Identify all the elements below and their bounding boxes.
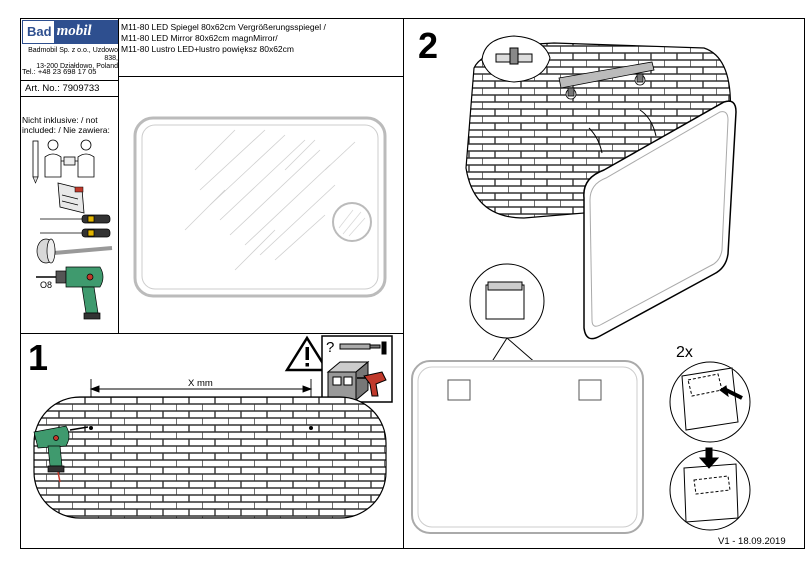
not-included-line1: Nicht inklusive: / not [22,115,98,125]
divider-top-bottom-sections [20,333,404,334]
step2-count: 2x [676,344,693,361]
mounting-rail-icon [558,61,655,100]
divider-artno-bottom [20,96,118,97]
not-included-line2: included: / Nie zawiera: [22,125,110,135]
drill-icon [33,425,89,483]
screwdriver-icon [40,214,111,238]
drill-hole-left [89,426,93,430]
not-included-heading: Nicht inklusive: / not included: / Nie z… [22,115,110,135]
company-address: Badmobil Sp. z o.o., Uzdowo 838, 13-200 … [22,47,118,71]
article-label: Art. No.: [25,83,60,94]
mirror-back-view [411,360,644,534]
brick-wall [33,396,387,519]
screw-detail-circle [481,35,551,83]
bracket-detail-circle [469,263,545,339]
mirror-reflection-lines [184,129,356,271]
mirror-hanging [583,100,737,340]
company-line1: Badmobil Sp. z o.o., Uzdowo 838, [28,47,118,62]
article-value: 7909733 [62,83,100,94]
measure-label: X mm [188,378,213,389]
step1-number: 1 [28,337,49,378]
product-title-en: M11-80 LED Mirror 80x62cm magnMirror/ [121,33,278,43]
product-title-de: M11-80 LED Spiegel 80x62cm Vergrößerungs… [121,22,326,32]
divider-left-column [118,18,119,333]
step1-illustration: ? [33,335,393,519]
check-wall-wires-icon: ? [321,335,393,403]
tools-illustration [32,139,113,320]
two-persons-icon [44,139,95,178]
hook-detail-circle-top [669,361,751,443]
drill-hole-right [309,426,313,430]
logo-part2: mobil [53,21,117,43]
step2-number: 2 [418,25,439,66]
article-number: Art. No.: 7909733 [25,83,99,95]
badmobil-logo: Bad mobil [22,20,118,44]
page-frame [20,18,805,549]
mallet-icon [36,238,113,264]
divider-company-bottom [20,80,118,81]
company-phone: Tel.: +48 23 698 17 05 [22,67,97,76]
drill-bit-size: O8 [40,280,53,290]
logo-part1: Bad [23,21,54,43]
electric-drill-icon [36,266,104,320]
company-line2: 13-200 Działdowo, Poland [36,63,118,70]
product-title-pl: M11-80 Lustro LED+lustro powiększ 80x62c… [121,44,294,54]
spirit-level-icon [57,182,85,214]
step2-illustration [411,35,751,534]
divider-title-bottom [118,76,403,77]
svg-text:?: ? [326,339,334,356]
divider-center [403,18,404,549]
pencil-icon [32,140,39,184]
warning-icon [284,335,330,372]
hook-detail-circle-bottom [669,447,751,531]
mirror-preview [133,116,387,298]
version-label: V1 - 18.09.2019 [718,536,786,547]
product-title: M11-80 LED Spiegel 80x62cm Vergrößerungs… [121,22,401,55]
